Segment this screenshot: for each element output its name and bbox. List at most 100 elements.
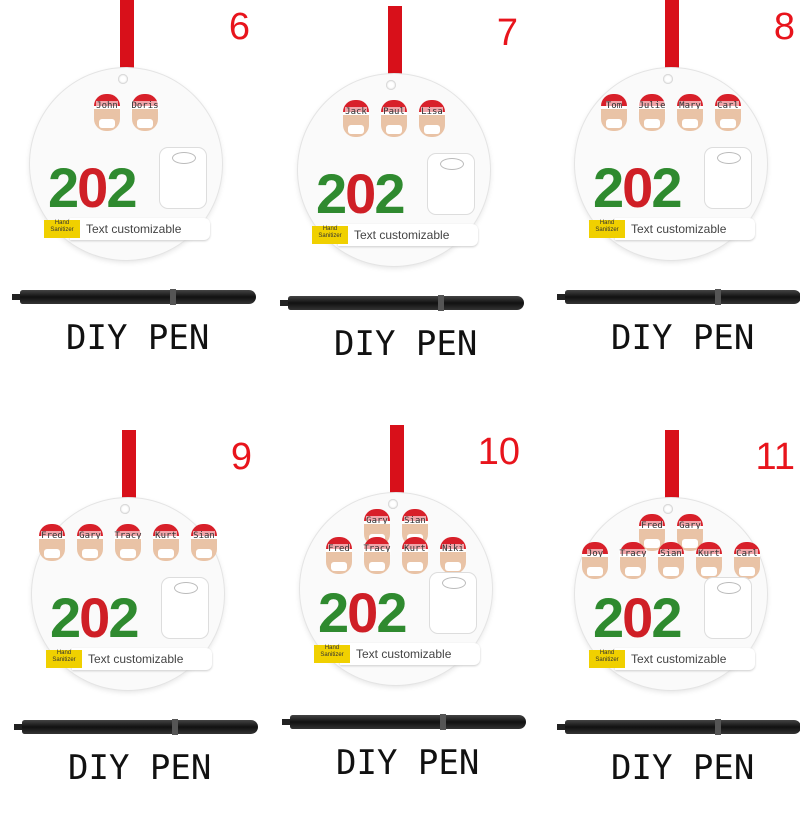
family-figure: Jack	[339, 100, 373, 137]
masked-face-icon	[734, 557, 760, 579]
year-digit: 2	[593, 586, 624, 649]
variant-number: 6	[228, 6, 250, 48]
variant-number: 10	[477, 431, 520, 473]
toilet-roll-icon	[705, 148, 751, 208]
family-figure: Tom	[597, 94, 631, 131]
masked-face-icon	[39, 539, 65, 561]
marker-pen-icon	[12, 289, 256, 305]
hand-sanitizer-icon: Hand Sanitizer	[589, 220, 625, 238]
name-label: Sian	[193, 531, 215, 542]
name-label: Gary	[679, 521, 701, 532]
family-figure: Gary	[73, 524, 107, 561]
masked-face-icon	[132, 109, 158, 131]
customizable-text: Text customizable	[354, 228, 450, 242]
name-label: Tracy	[619, 549, 647, 560]
family-figure: Carl	[711, 94, 745, 131]
hand-sanitizer-icon: Hand Sanitizer	[589, 650, 625, 668]
masked-face-icon	[715, 109, 741, 131]
toilet-paper-strip	[615, 648, 755, 670]
hand-sanitizer-icon: Hand Sanitizer	[44, 220, 80, 238]
year-2020: 202	[48, 160, 137, 216]
toilet-paper-strip	[72, 648, 212, 670]
year-zero-virus: 0	[622, 586, 653, 649]
masked-face-icon	[601, 109, 627, 131]
name-label: John	[96, 101, 118, 112]
family-figure: Julie	[635, 94, 669, 131]
marker-pen-icon	[280, 295, 524, 311]
hand-sanitizer-icon: Hand Sanitizer	[46, 650, 82, 668]
name-label: Gary	[79, 531, 101, 542]
customizable-text: Text customizable	[631, 222, 727, 236]
family-figure: Sian	[187, 524, 221, 561]
variant-number: 8	[773, 6, 795, 48]
masked-face-icon	[658, 557, 684, 579]
toilet-roll-icon	[430, 573, 476, 633]
masked-face-icon	[364, 552, 390, 574]
year-2020: 202	[318, 585, 407, 641]
name-label: Kurt	[155, 531, 177, 542]
name-label: Fred	[41, 531, 63, 542]
family-row: Joy Tracy Sian Kurt Carl	[575, 542, 767, 579]
family-figure: Kurt	[692, 542, 726, 579]
name-label: Sian	[660, 549, 682, 560]
family-figure: Carl	[730, 542, 764, 579]
name-label: Sian	[404, 516, 426, 527]
masked-face-icon	[381, 115, 407, 137]
toilet-roll-icon	[705, 578, 751, 638]
family-figure: Mary	[673, 94, 707, 131]
masked-face-icon	[343, 115, 369, 137]
year-zero-virus: 0	[77, 156, 108, 219]
family-figure: Kurt	[398, 537, 432, 574]
hanging-hole	[118, 74, 128, 84]
family-figure: John	[90, 94, 124, 131]
name-label: Lisa	[421, 107, 443, 118]
family-figure: Tracy	[616, 542, 650, 579]
year-digit: 2	[374, 162, 405, 225]
red-ribbon	[120, 0, 134, 80]
hanging-hole	[386, 80, 396, 90]
family-figure: Paul	[377, 100, 411, 137]
year-digit: 2	[316, 162, 347, 225]
diy-pen-label: DIY PEN	[68, 748, 212, 788]
name-label: Tracy	[114, 531, 142, 542]
family-figure: Sian	[654, 542, 688, 579]
masked-face-icon	[77, 539, 103, 561]
family-row: Fred Gary Tracy Kurt Sian	[32, 524, 224, 561]
name-label: Kurt	[404, 544, 426, 555]
marker-pen-icon	[14, 719, 258, 735]
masked-face-icon	[402, 552, 428, 574]
year-digit: 2	[651, 586, 682, 649]
name-label: Fred	[328, 544, 350, 555]
toilet-paper-strip	[338, 224, 478, 246]
masked-face-icon	[639, 529, 665, 551]
family-figure: Joy	[578, 542, 612, 579]
masked-face-icon	[677, 109, 703, 131]
toilet-paper-strip	[340, 643, 480, 665]
marker-pen-icon	[557, 289, 800, 305]
diy-pen-label: DIY PEN	[611, 748, 755, 788]
name-label: Gary	[366, 516, 388, 527]
family-figure: Fred	[635, 514, 669, 551]
hand-sanitizer-icon: Hand Sanitizer	[312, 226, 348, 244]
year-digit: 2	[48, 156, 79, 219]
masked-face-icon	[639, 109, 665, 131]
year-2020: 202	[316, 166, 405, 222]
customizable-text: Text customizable	[86, 222, 182, 236]
marker-pen-icon	[557, 719, 800, 735]
masked-face-icon	[582, 557, 608, 579]
name-label: Carl	[717, 101, 739, 112]
diy-pen-label: DIY PEN	[334, 324, 478, 364]
name-label: Kurt	[698, 549, 720, 560]
hanging-hole	[663, 504, 673, 514]
year-zero-virus: 0	[347, 581, 378, 644]
name-label: Niki	[442, 544, 464, 555]
year-digit: 2	[593, 156, 624, 219]
customizable-text: Text customizable	[88, 652, 184, 666]
toilet-roll-icon	[162, 578, 208, 638]
customizable-text: Text customizable	[631, 652, 727, 666]
